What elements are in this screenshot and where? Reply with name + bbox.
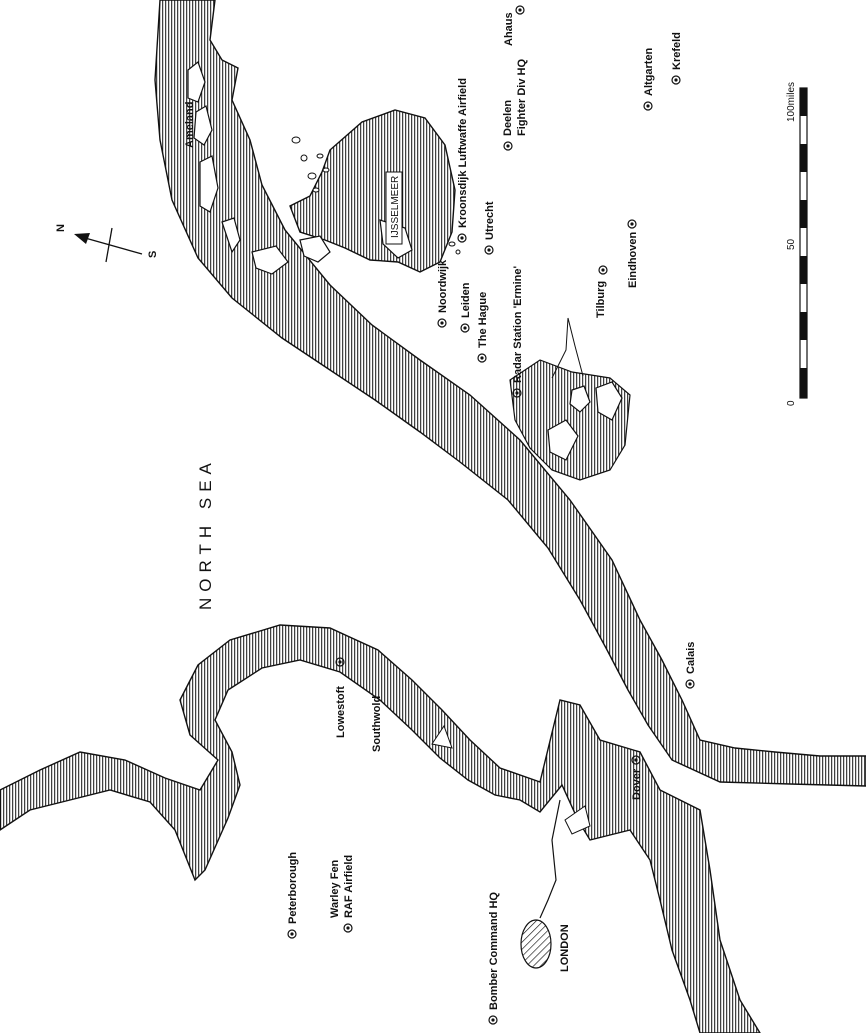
ijsselmeer-label-box: IJSSELMEER bbox=[385, 171, 403, 245]
scale-label-0: 0 bbox=[786, 400, 797, 406]
marker-lowestoft bbox=[335, 657, 345, 667]
islands bbox=[187, 61, 623, 461]
label-bomber-hq: Bomber Command HQ bbox=[488, 892, 500, 1010]
scale-label-50: 50 bbox=[786, 238, 797, 250]
marker-krefeld bbox=[671, 75, 681, 85]
compass-south-label: S bbox=[147, 251, 159, 258]
place-labels: Peterborough Warley Fen RAF Airfield Bom… bbox=[184, 12, 697, 1010]
marker-radar bbox=[512, 388, 522, 398]
marker-calais bbox=[685, 679, 695, 689]
label-ahaus: Ahaus bbox=[503, 12, 515, 46]
label-utrecht: Utrecht bbox=[484, 201, 496, 240]
label-ameland: Ameland bbox=[184, 102, 196, 148]
london-area bbox=[520, 919, 552, 969]
label-warley-fen: Warley Fen bbox=[329, 859, 341, 918]
english-coast bbox=[0, 624, 761, 1033]
continental-coast bbox=[154, 0, 866, 787]
marker-noordwijk bbox=[437, 318, 447, 328]
label-krefeld: Krefeld bbox=[671, 32, 683, 70]
marker-peterborough bbox=[287, 929, 297, 939]
north-sea-label: NORTH SEA bbox=[196, 457, 215, 610]
marker-the-hague bbox=[477, 353, 487, 363]
marker-warley-fen bbox=[343, 923, 353, 933]
label-warley-airfield: RAF Airfield bbox=[343, 855, 355, 918]
label-noordwijk: Noordwijk bbox=[437, 259, 449, 313]
label-fighter-div-hq: Fighter Div HQ bbox=[516, 59, 528, 136]
label-london: LONDON bbox=[559, 924, 571, 972]
marker-utrecht bbox=[484, 245, 494, 255]
marker-leiden bbox=[460, 323, 470, 333]
label-altgarten: Altgarten bbox=[643, 47, 655, 96]
marker-altgarten bbox=[643, 101, 653, 111]
compass-rose: N S bbox=[55, 224, 159, 263]
label-kroonsdijk: Kroonsdijk Luftwaffe Airfield bbox=[457, 78, 469, 228]
place-markers bbox=[287, 5, 695, 1025]
label-eindhoven: Eindhoven bbox=[627, 231, 639, 288]
marker-ahaus bbox=[515, 5, 525, 15]
marker-bomber-hq bbox=[488, 1015, 498, 1025]
label-southwold: Southwold bbox=[371, 696, 383, 752]
marker-eindhoven bbox=[627, 219, 637, 229]
label-tilburg: Tilburg bbox=[595, 281, 607, 318]
label-radar-station: Radar Station 'Ermine' bbox=[512, 266, 524, 383]
label-calais: Calais bbox=[685, 642, 697, 674]
wadden-islets bbox=[291, 136, 461, 255]
place-marker-dots bbox=[290, 8, 692, 1022]
ijsselmeer-label: IJSSELMEER bbox=[390, 176, 401, 238]
compass-north-label: N bbox=[55, 224, 67, 232]
label-leiden: Leiden bbox=[460, 282, 472, 318]
scale-bar: 0 50 100miles bbox=[786, 82, 808, 406]
label-lowestoft: Lowestoft bbox=[335, 686, 347, 738]
label-peterborough: Peterborough bbox=[287, 852, 299, 924]
marker-kroonsdijk bbox=[457, 233, 467, 243]
label-deelen: Deelen bbox=[502, 100, 514, 136]
label-dover: Dover bbox=[631, 768, 643, 800]
scale-label-100: 100miles bbox=[786, 82, 797, 122]
marker-tilburg bbox=[598, 265, 608, 275]
label-the-hague: The Hague bbox=[477, 292, 489, 348]
marker-dover bbox=[631, 755, 641, 765]
marker-deelen bbox=[503, 141, 513, 151]
